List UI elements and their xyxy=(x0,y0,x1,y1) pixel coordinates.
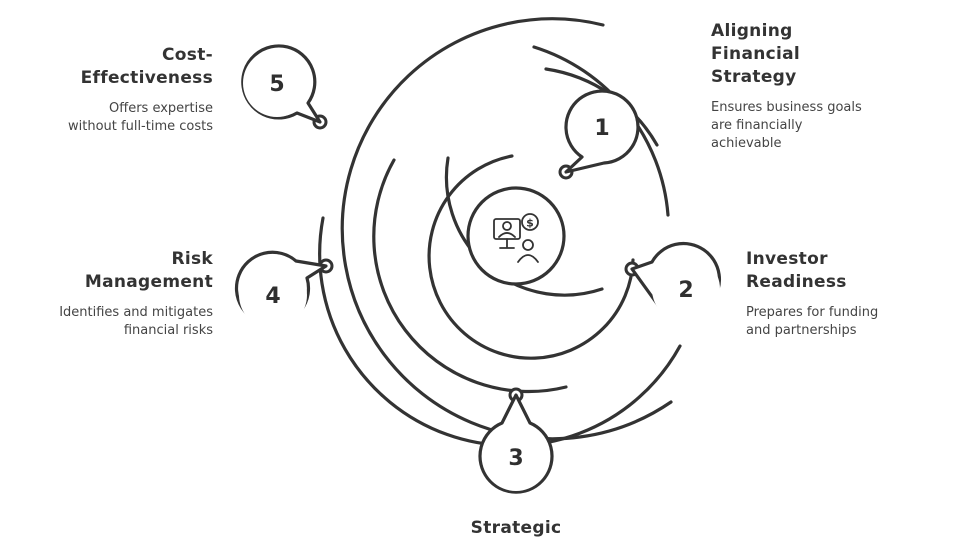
orbit-ring-1 xyxy=(427,154,635,360)
step-number-2: 2 xyxy=(678,278,693,303)
label-group-2: Investor Readiness Prepares for funding … xyxy=(746,248,946,340)
step-description-4: Identifies and mitigates financial risks xyxy=(59,305,213,338)
financial-advisor-icon: $ xyxy=(493,213,539,263)
step-bubble-3[interactable]: 3 xyxy=(478,393,554,494)
step-title-2: Investor Readiness xyxy=(746,249,847,292)
step-title-3: Strategic xyxy=(470,518,562,538)
label-group-1: Aligning Financial Strategy Ensures busi… xyxy=(711,20,941,153)
center-hub: $ xyxy=(466,186,566,286)
step-number-4: 4 xyxy=(265,284,280,309)
step-bubble-5[interactable]: 5 xyxy=(241,44,322,124)
step-number-5: 5 xyxy=(269,72,284,97)
step-title-4: Risk Management xyxy=(84,249,213,292)
step-description-1: Ensures business goals are financially a… xyxy=(711,100,862,151)
label-group-5: Cost- Effectiveness Offers expertise wit… xyxy=(10,44,213,136)
step-description-5: Offers expertise without full-time costs xyxy=(68,101,213,134)
step-title-1: Aligning Financial Strategy xyxy=(711,21,801,87)
svg-text:$: $ xyxy=(526,217,534,230)
step-bubble-1[interactable]: 1 xyxy=(564,89,640,174)
step-bubble-2[interactable]: 2 xyxy=(630,241,722,323)
label-group-4: Risk Management Identifies and mitigates… xyxy=(10,248,213,340)
step-number-3: 3 xyxy=(508,446,523,471)
step-bubble-4[interactable]: 4 xyxy=(234,250,328,329)
step-number-1: 1 xyxy=(594,116,609,141)
orbit-ring-2-lower xyxy=(318,216,682,448)
step-title-5: Cost- Effectiveness xyxy=(80,45,213,88)
step-description-2: Prepares for funding and partnerships xyxy=(746,305,879,338)
label-group-3: Strategic xyxy=(396,517,636,540)
